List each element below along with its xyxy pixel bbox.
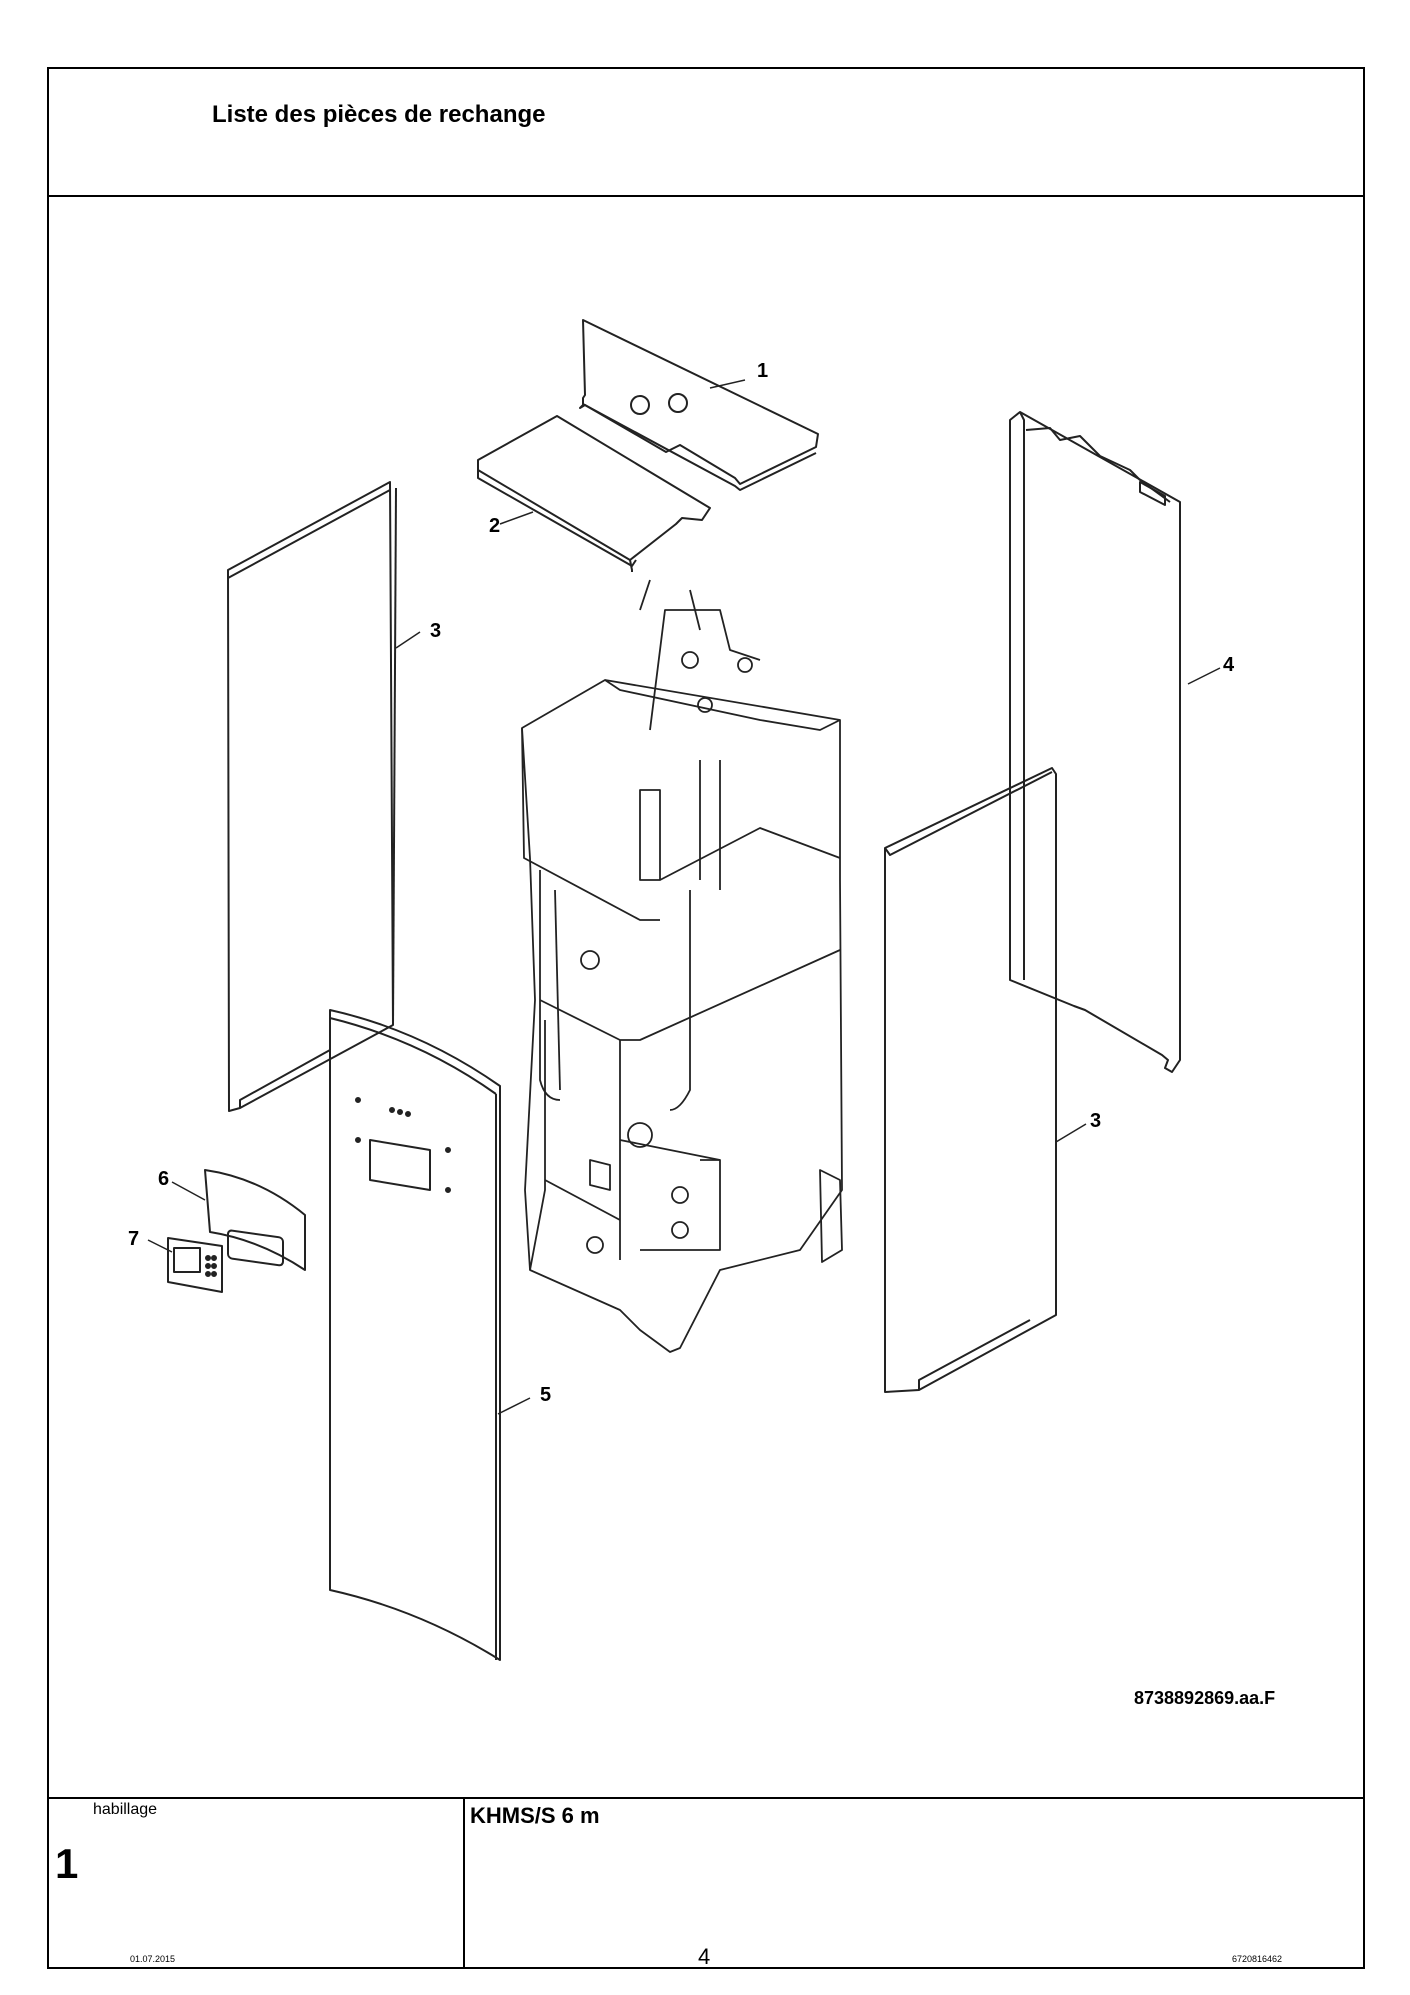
- callout-3-right: 3: [1090, 1110, 1102, 1132]
- controller-part: [167, 1237, 223, 1293]
- header-divider: [47, 195, 1365, 197]
- exploded-view-drawing: [49, 197, 1363, 1797]
- control-cover-part: [204, 1169, 306, 1271]
- exploded-view-svg: [147, 319, 1221, 1661]
- page-number: 4: [698, 1944, 711, 1969]
- left-side-panel-part: [227, 481, 397, 1112]
- section-label: habillage: [93, 1801, 158, 1818]
- callout-6: 6: [158, 1168, 170, 1190]
- drawing-reference: 8738892869.aa.F: [1134, 1688, 1276, 1708]
- callout-5: 5: [540, 1384, 552, 1406]
- heat-pump-unit: [521, 579, 843, 1353]
- callout-3-left: 3: [430, 620, 442, 642]
- rear-panel-part: [1009, 411, 1181, 1073]
- callout-leaders: [147, 379, 1221, 1415]
- top-cover-part: [579, 319, 819, 491]
- right-side-panel-part: [884, 767, 1057, 1393]
- model-name: KHMS/S 6 m: [470, 1803, 600, 1828]
- page-title: Liste des pièces de rechange: [212, 101, 546, 128]
- callout-2: 2: [489, 515, 501, 537]
- title-block-separator: [463, 1799, 465, 1969]
- section-number: 1: [55, 1840, 79, 1887]
- callout-4: 4: [1223, 654, 1235, 676]
- footer-date: 01.07.2015: [130, 1954, 176, 1964]
- callout-1: 1: [757, 360, 769, 382]
- top-cover-front-part: [477, 415, 711, 572]
- title-block-divider: [47, 1797, 1365, 1799]
- document-code: 6720816462: [1232, 1954, 1283, 1964]
- page-frame: [47, 67, 1365, 1969]
- front-panel-part: [329, 1009, 501, 1661]
- callout-7: 7: [128, 1228, 140, 1250]
